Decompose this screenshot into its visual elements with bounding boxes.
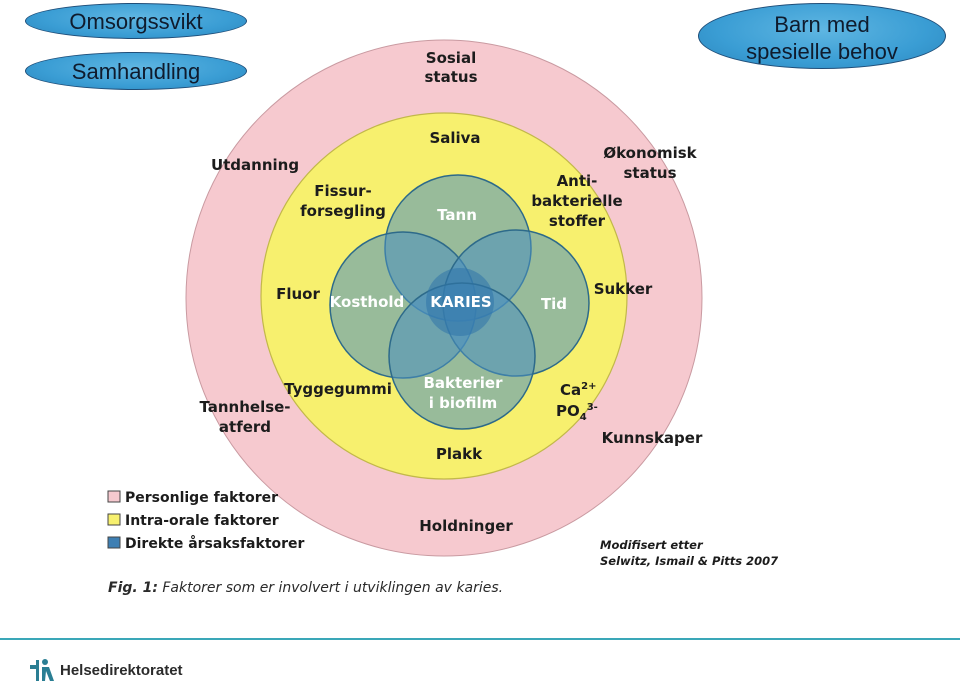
label-holdninger: Holdninger xyxy=(419,517,513,535)
source-line-2: Selwitz, Ismail & Pitts 2007 xyxy=(600,554,778,568)
label-anti-1: Anti- xyxy=(557,172,598,190)
label-okonomisk-1: Økonomisk xyxy=(603,144,697,162)
legend-intraorale: Intra-orale faktorer xyxy=(125,513,279,529)
label-sosial-status-2: status xyxy=(425,68,478,86)
legend-swatch-direkte xyxy=(107,536,121,549)
label-bakterier-1: Bakterier xyxy=(424,374,504,392)
omsorgssvikt-label: Omsorgssvikt xyxy=(25,3,247,39)
label-plakk: Plakk xyxy=(436,445,483,463)
footer-divider xyxy=(0,638,960,640)
legend-swatch-intraorale xyxy=(107,513,121,526)
label-sosial-status-1: Sosial xyxy=(426,49,476,67)
label-tann: Tann xyxy=(437,206,477,224)
label-sukker: Sukker xyxy=(594,280,653,298)
label-fluor: Fluor xyxy=(276,285,320,303)
label-saliva: Saliva xyxy=(429,129,480,147)
label-okonomisk-2: status xyxy=(624,164,677,182)
figure-caption: Fig. 1: Faktorer som er involvert i utvi… xyxy=(108,580,503,596)
helsedirektoratet-logo: Helsedirektoratet xyxy=(28,655,183,685)
label-fissur-1: Fissur- xyxy=(314,182,372,200)
label-kosthold: Kosthold xyxy=(330,293,405,311)
label-anti-2: bakterielle xyxy=(531,192,622,210)
legend-swatch-personlige xyxy=(107,490,121,503)
label-calcium: Ca2+ xyxy=(560,381,596,399)
label-kunnskaper: Kunnskaper xyxy=(602,429,703,447)
label-karies: KARIES xyxy=(430,293,491,311)
legend-personlige: Personlige faktorer xyxy=(125,490,278,506)
legend-direkte: Direkte årsaksfaktorer xyxy=(125,535,305,552)
label-tannhelse-2: atferd xyxy=(219,418,271,436)
label-tid: Tid xyxy=(541,295,567,313)
source-line-1: Modifisert etter xyxy=(600,538,704,552)
label-utdanning: Utdanning xyxy=(211,156,299,174)
logo-icon xyxy=(30,659,54,681)
core-circle-karies xyxy=(426,268,494,336)
label-tannhelse-1: Tannhelse- xyxy=(199,398,290,416)
label-tyggegummi: Tyggegummi xyxy=(284,380,392,398)
label-phosphate: PO43- xyxy=(556,402,598,423)
barn-line-2: spesielle behov xyxy=(746,39,898,64)
samhandling-label: Samhandling xyxy=(25,52,247,90)
legend: Personlige faktorer Intra-orale faktorer… xyxy=(107,490,305,552)
core-direct-factors xyxy=(329,174,590,430)
label-fissur-2: forsegling xyxy=(300,202,386,220)
label-anti-3: stoffer xyxy=(549,212,606,230)
label-bakterier-2: i biofilm xyxy=(429,394,497,412)
barn-med-spesielle-behov-label: Barn med spesielle behov xyxy=(698,3,946,69)
barn-line-1: Barn med xyxy=(774,12,870,37)
logo-text: Helsedirektoratet xyxy=(60,661,183,679)
